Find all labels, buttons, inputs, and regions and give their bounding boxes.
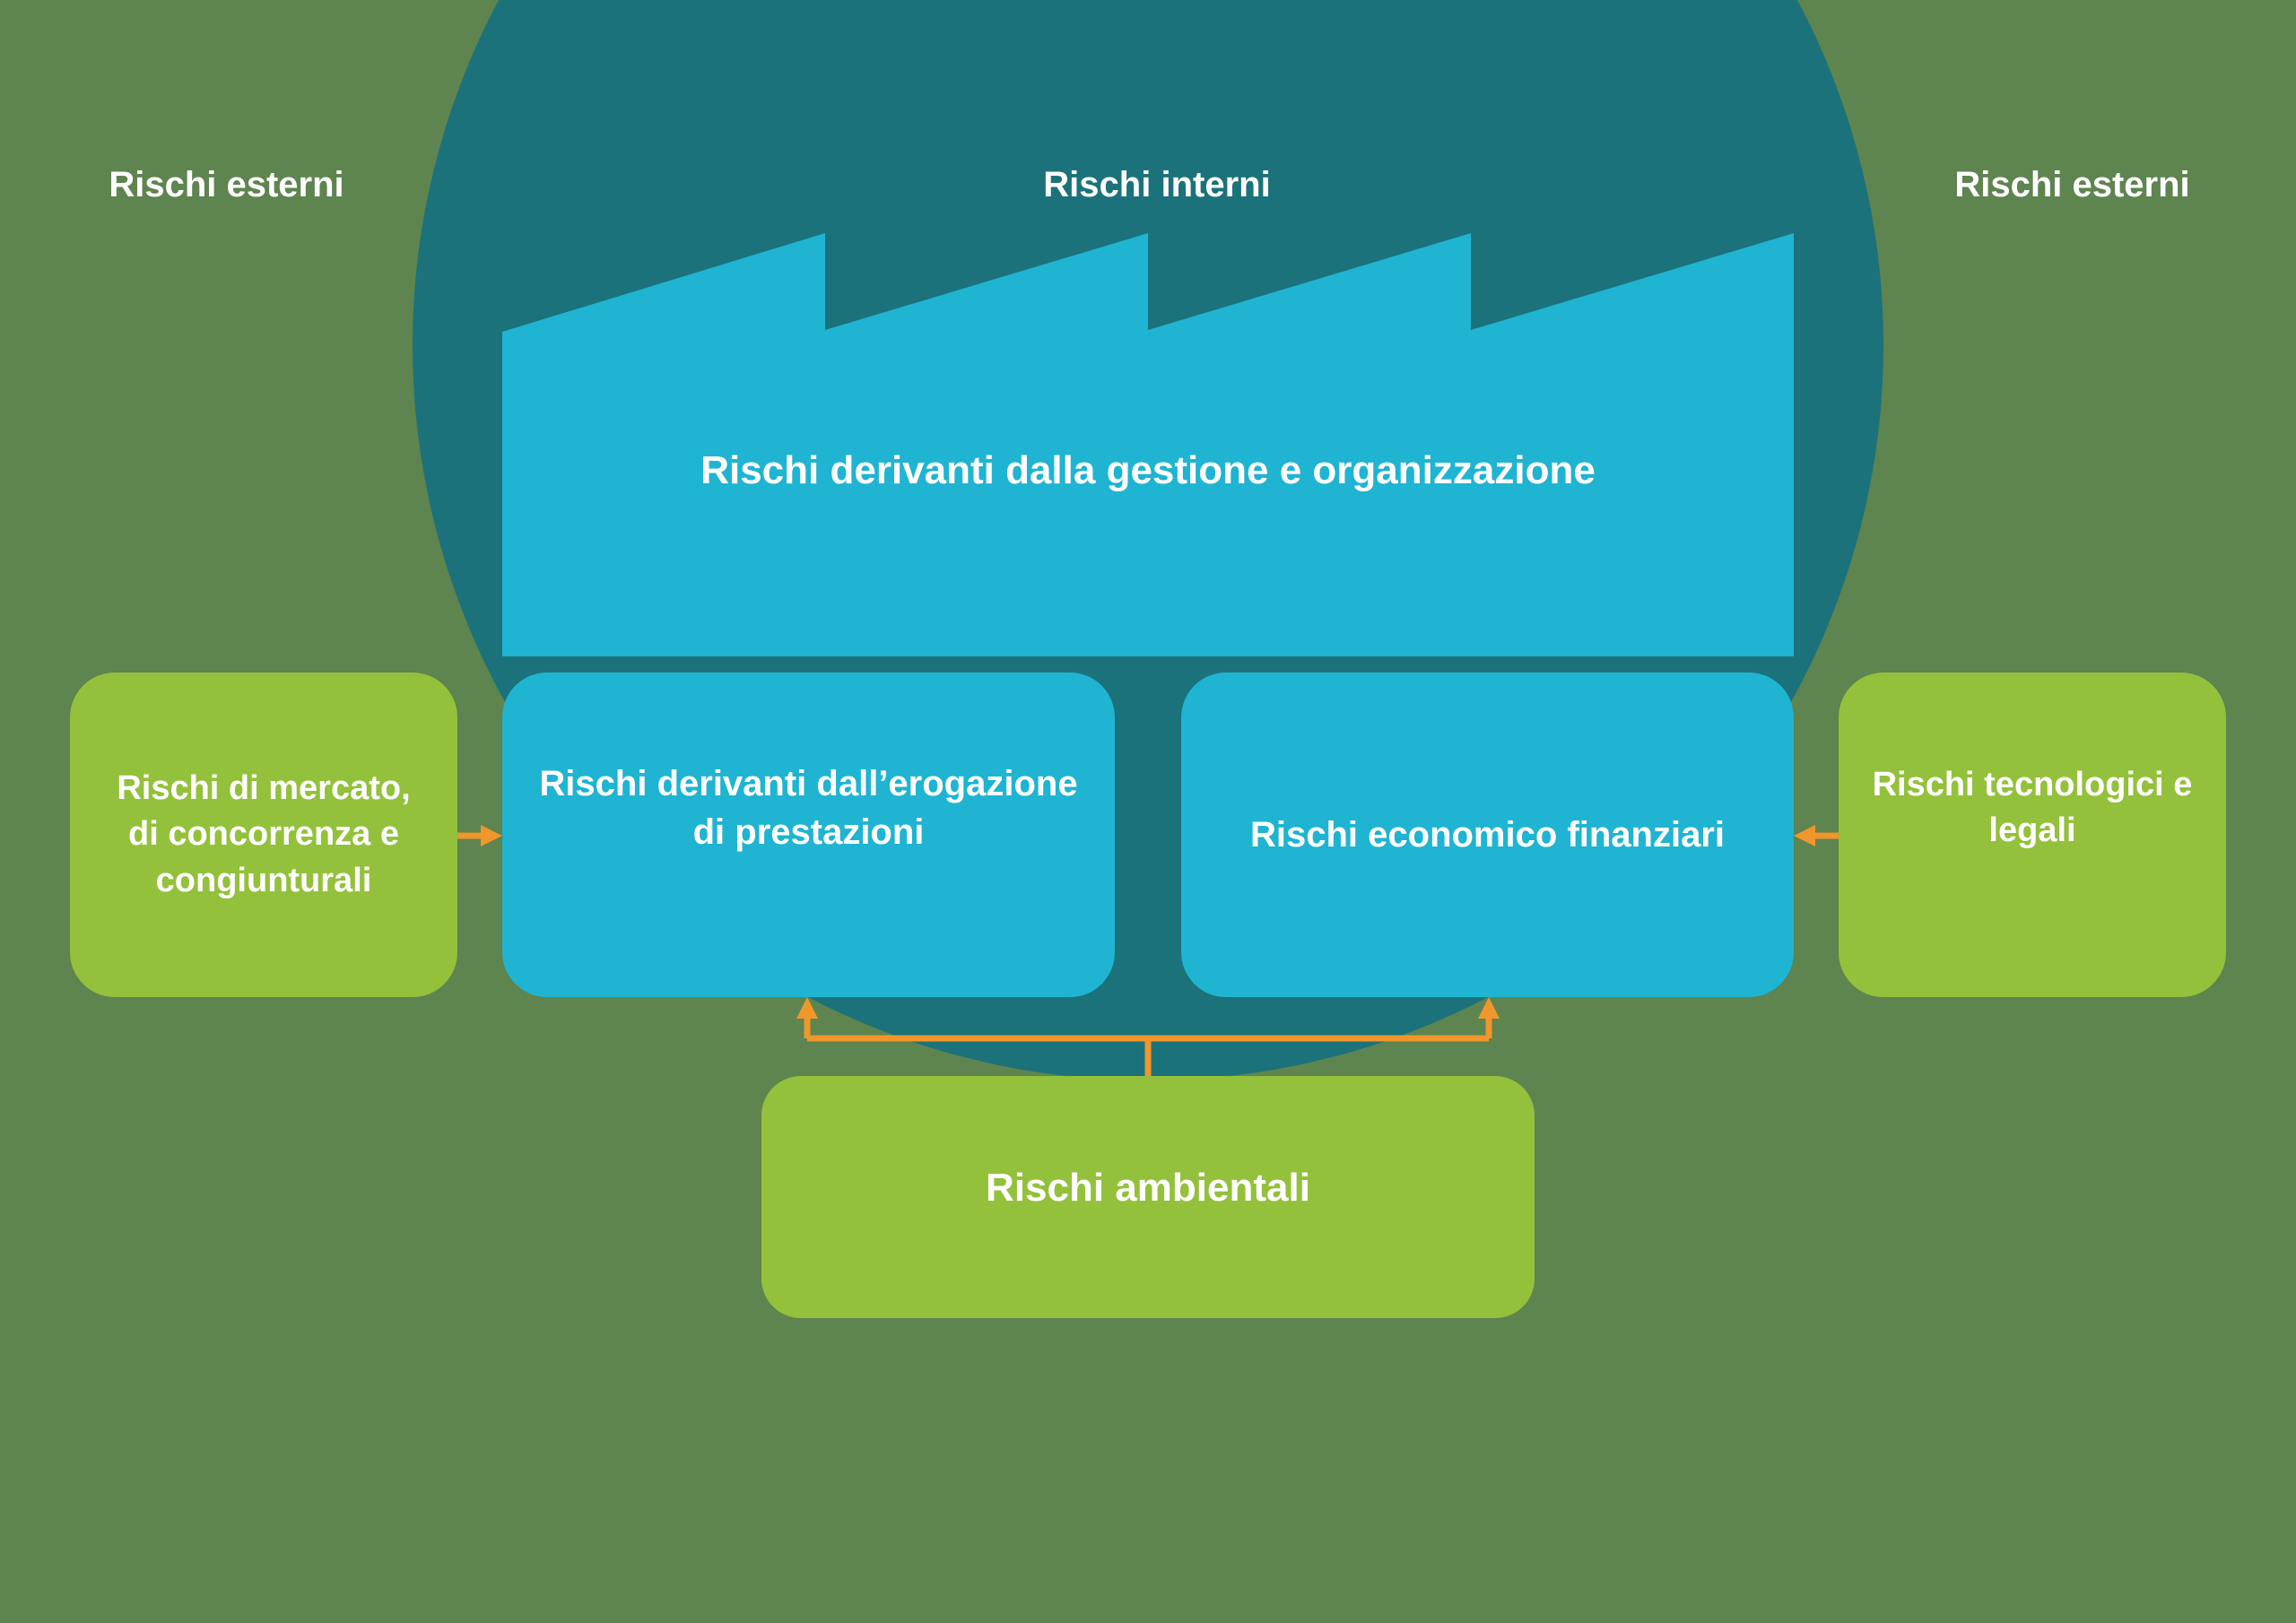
header-external-right: Rischi esterni xyxy=(1954,165,2190,204)
arrowhead-env-to-services xyxy=(796,997,818,1019)
market-risk-box: Rischi di mercato, di concorrenza e cong… xyxy=(70,673,457,997)
environmental-risk-label: Rischi ambientali xyxy=(986,1166,1310,1211)
connector-arrows xyxy=(457,832,1839,1076)
environmental-risk-box: Rischi ambientali xyxy=(761,1076,1535,1318)
arrowhead-market-to-services xyxy=(481,825,502,846)
services-risk-label: Rischi derivanti dall’erogazione di pres… xyxy=(539,764,1078,852)
factory-shape xyxy=(502,233,1794,656)
arrowhead-env-to-financial xyxy=(1478,997,1500,1019)
market-risk-label: Rischi di mercato, di concorrenza e cong… xyxy=(117,769,411,899)
header-internal: Rischi interni xyxy=(1043,165,1271,204)
tech-legal-risk-label: Rischi tecnologici e legali xyxy=(1872,765,2193,849)
arrowheads xyxy=(481,825,1815,1019)
services-risk-box: Rischi derivanti dall’erogazione di pres… xyxy=(502,673,1115,997)
financial-risk-label: Rischi economico finanziari xyxy=(1249,815,1725,855)
management-risk-label: Rischi derivanti dalla gestione e organi… xyxy=(700,448,1596,492)
financial-risk-box: Rischi economico finanziari xyxy=(1181,673,1794,997)
arrowhead-tech-to-financial xyxy=(1794,825,1815,846)
tech-legal-risk-box: Rischi tecnologici e legali xyxy=(1839,673,2226,997)
header-external-left: Rischi esterni xyxy=(109,165,344,204)
